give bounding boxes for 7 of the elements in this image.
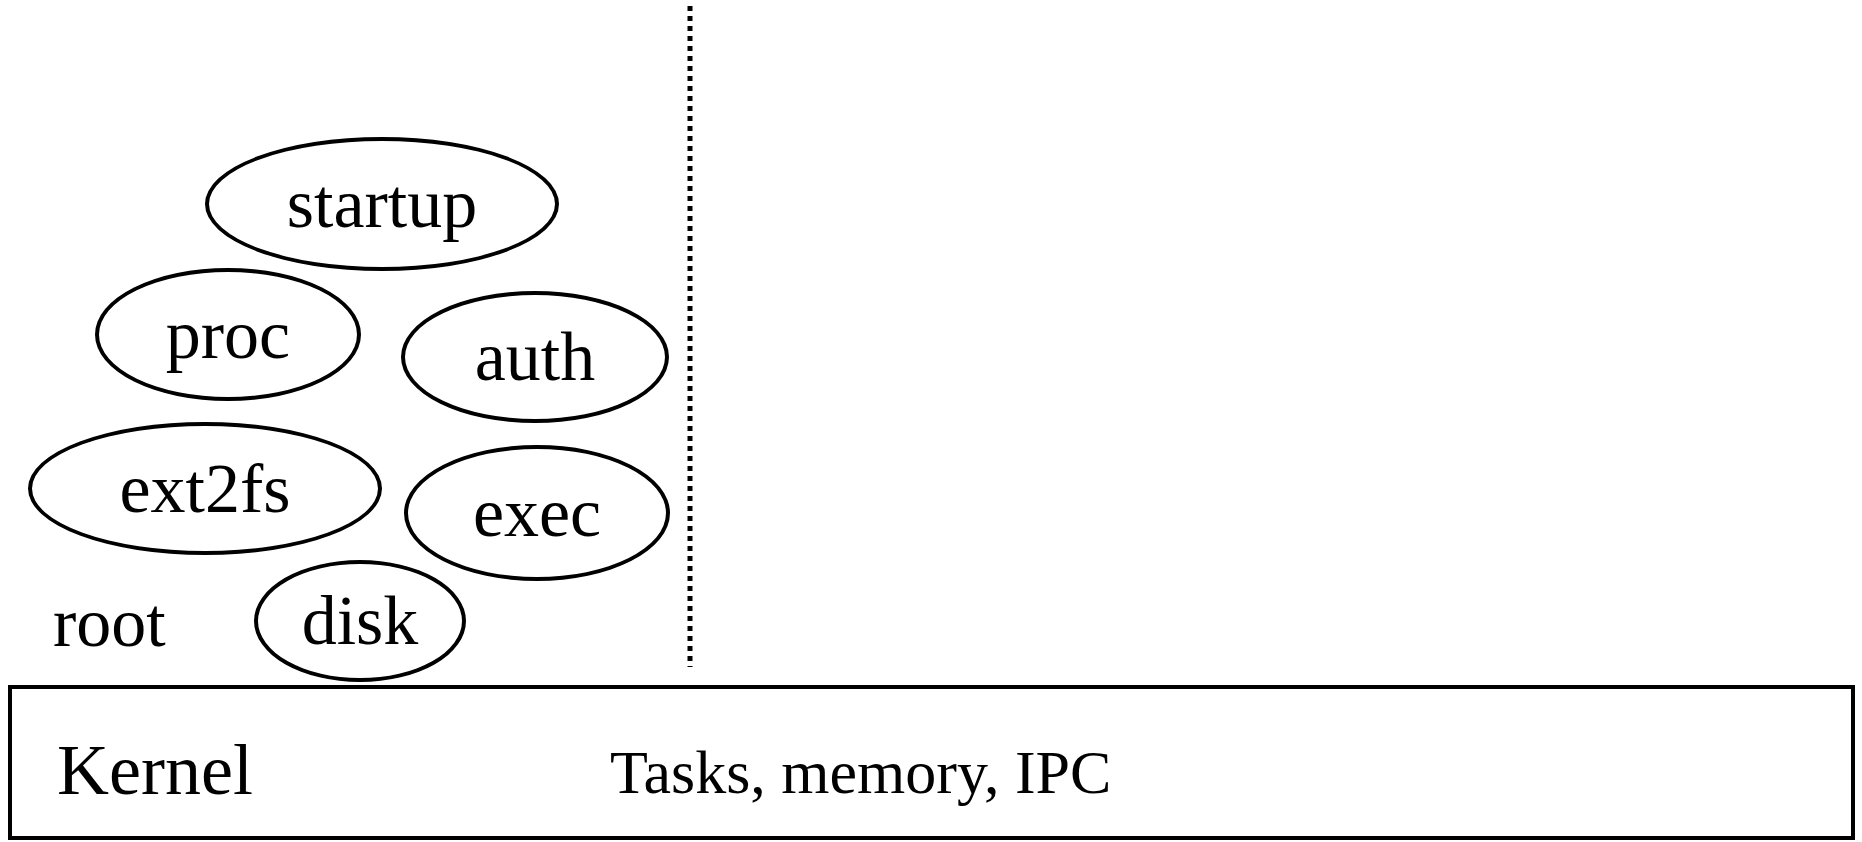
text-label: root	[53, 588, 166, 658]
node-label: ext2fs	[119, 453, 291, 524]
node-label: auth	[474, 322, 596, 392]
kernel-box	[8, 685, 1855, 840]
node-label: exec	[472, 478, 602, 548]
node-label: disk	[301, 586, 419, 656]
box-heading: Kernel	[57, 734, 253, 806]
